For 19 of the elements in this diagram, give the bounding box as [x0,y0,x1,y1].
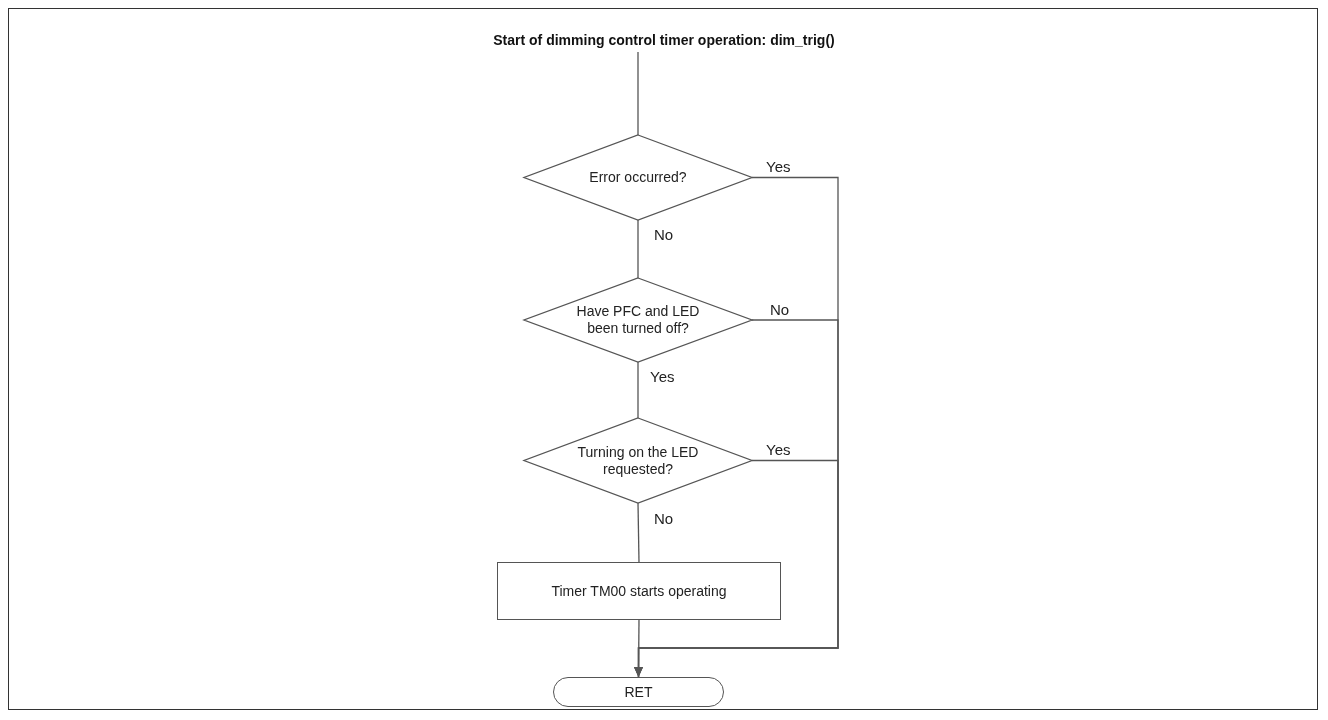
node-text: Turning on the LED requested? [576,443,700,478]
connector-line [637,361,639,419]
edge-label: No [654,510,674,527]
connector-line [637,502,640,563]
connector-line [637,51,639,136]
terminal-box [553,677,724,707]
edge-label: Yes [766,158,791,175]
connector-line [637,219,639,279]
arrow [634,459,839,678]
diagram-title: Start of dimming control timer operation: dim_trig() [492,32,836,48]
node-text: Have PFC and LED been turned off? [575,303,701,337]
edge-label: Yes [766,441,791,458]
edge-label: No [770,301,790,318]
edge-label: Yes [650,368,675,385]
process-box [497,562,781,620]
node-text: Timer TM00 starts operating [551,582,727,600]
node-text: RET [624,683,653,701]
edge-label: No [654,226,674,243]
node-text: Error occurred? [589,169,687,186]
